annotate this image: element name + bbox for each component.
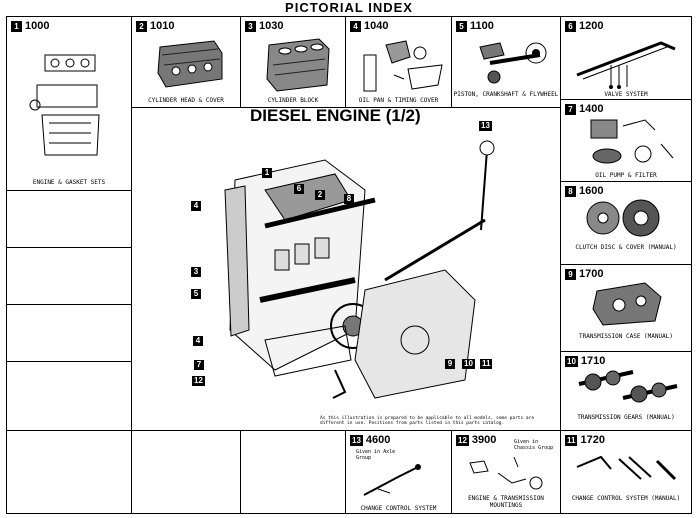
- bottom-empty-cell: [131, 430, 241, 514]
- transmission-case-illustration: [592, 282, 662, 326]
- section-sub-note: Given in Chassis Group: [514, 439, 554, 451]
- section-number: 9: [565, 268, 576, 280]
- section-caption: ENGINE & GASKET SETS: [32, 179, 106, 186]
- engine-gasket-illustration: [29, 54, 100, 156]
- section-code: 1200: [579, 20, 604, 32]
- section-code: 4600: [365, 434, 391, 446]
- callout-4-lower: 4: [193, 336, 203, 346]
- change-control-illustration: [363, 464, 421, 496]
- section-code: 1000: [25, 20, 50, 32]
- piston-crankshaft-illustration: [479, 42, 547, 84]
- cylinder-head-illustration: [157, 40, 223, 88]
- section-number: 7: [565, 103, 576, 115]
- callout-4: 4: [191, 201, 201, 211]
- section-code: 1100: [470, 20, 494, 32]
- footnote: As this illustration is prepared to be a…: [320, 416, 535, 426]
- section-caption: OIL PUMP & FILTER: [595, 172, 657, 179]
- section-number: 8: [565, 185, 576, 197]
- section-code: 1010: [150, 20, 175, 32]
- section-caption: CHANGE CONTROL SYSTEM (MANUAL): [571, 495, 681, 502]
- callout-10: 10: [462, 359, 475, 369]
- section-number: 12: [456, 434, 469, 446]
- oil-pump-filter-illustration: [590, 119, 674, 164]
- section-caption: OIL PAN & TIMING COVER: [358, 97, 439, 104]
- clutch-disc-illustration: [586, 199, 660, 237]
- section-number: 3: [245, 20, 256, 32]
- oil-pan-timing-cover-illustration: [363, 40, 443, 92]
- section-number: 6: [565, 20, 576, 32]
- left-grid-5: [6, 430, 132, 514]
- cylinder-block-illustration: [266, 38, 330, 92]
- page-title: PICTORIAL INDEX: [285, 0, 413, 15]
- left-grid-3: [6, 304, 132, 362]
- section-code: 3900: [471, 434, 497, 446]
- section-caption: CYLINDER BLOCK: [267, 97, 319, 104]
- callout-6: 6: [294, 184, 304, 194]
- section-number: 2: [136, 20, 147, 32]
- callout-9: 9: [445, 359, 455, 369]
- callout-1: 1: [262, 168, 272, 178]
- callout-3: 3: [191, 267, 201, 277]
- section-number: 11: [565, 434, 578, 446]
- section-number: 4: [350, 20, 361, 32]
- section-code: 1400: [579, 103, 604, 115]
- diesel-engine-exploded-diagram: [224, 140, 495, 399]
- section-number: 1: [11, 20, 22, 32]
- callout-2: 2: [315, 190, 325, 200]
- left-grid-1: [6, 190, 132, 248]
- bottom-empty-cell-2: [240, 430, 346, 514]
- section-caption: ENGINE & TRANSMISSION MOUNTINGS: [468, 495, 544, 509]
- callout-7: 7: [194, 360, 204, 370]
- section-code: 1030: [259, 20, 284, 32]
- callout-5: 5: [191, 289, 201, 299]
- section-caption: CHANGE CONTROL SYSTEM: [360, 505, 437, 512]
- section-number: 13: [350, 434, 363, 446]
- section-caption: TRANSMISSION CASE (MANUAL): [579, 333, 673, 340]
- section-code: 1720: [580, 434, 605, 446]
- section-caption: CYLINDER HEAD & COVER: [148, 97, 224, 104]
- section-number: 5: [456, 20, 467, 32]
- section-caption: VALVE SYSTEM: [604, 91, 648, 98]
- main-diagram-title: DIESEL ENGINE (1/2): [250, 106, 421, 125]
- transmission-gears-illustration: [578, 370, 678, 403]
- section-code: 1700: [579, 268, 604, 280]
- callout-11: 11: [480, 359, 493, 369]
- callout-12: 12: [192, 376, 205, 386]
- section-caption: CLUTCH DISC & COVER (MANUAL): [575, 244, 677, 251]
- callout-13: 13: [479, 121, 492, 131]
- section-code: 1710: [580, 355, 606, 367]
- left-grid-4: [6, 361, 132, 431]
- change-control-system-illustration: [576, 455, 677, 481]
- left-grid-2: [6, 247, 132, 305]
- section-caption: PISTON, CRANKSHAFT & FLYWHEEL: [453, 91, 559, 98]
- mountings-illustration: [469, 456, 543, 490]
- valve-system-illustration: [576, 41, 676, 89]
- section-sub-note: Given in Axle Group: [356, 449, 396, 461]
- section-number: 10: [565, 355, 578, 367]
- section-code: 1040: [364, 20, 389, 32]
- section-code: 1600: [579, 185, 604, 197]
- callout-8: 8: [344, 194, 354, 204]
- section-caption: TRANSMISSION GEARS (MANUAL): [577, 414, 675, 421]
